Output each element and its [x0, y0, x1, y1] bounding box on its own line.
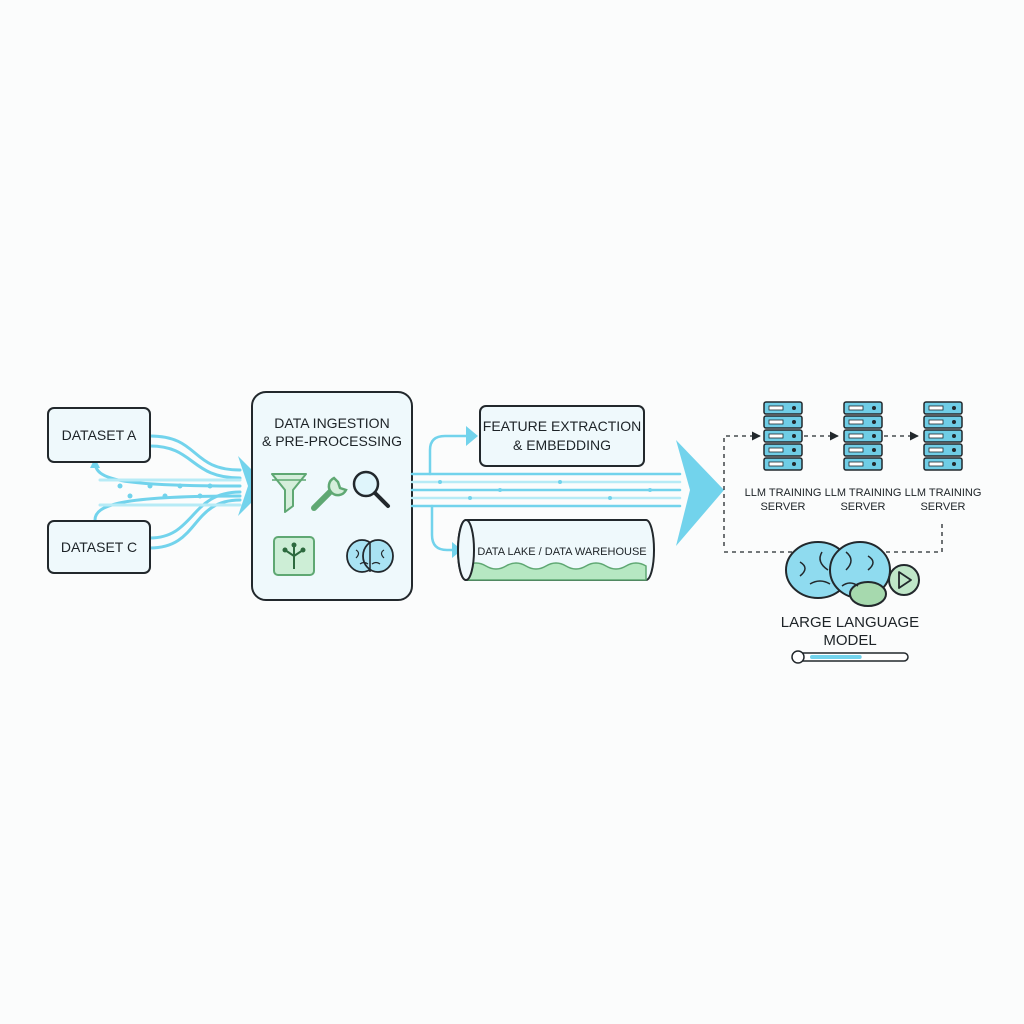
feature-title-line1: FEATURE EXTRACTION — [483, 418, 641, 434]
server-led — [872, 448, 876, 452]
server-label-line1: LLM TRAINING — [825, 487, 902, 499]
server-label-line2: SERVER — [760, 501, 805, 513]
ingestion-title-line2: & PRE-PROCESSING — [262, 433, 402, 449]
ingestion-title-line1: DATA INGESTION — [274, 415, 389, 431]
server-slot — [928, 461, 944, 467]
llm-progress-fill — [810, 655, 862, 659]
server-dashed-links — [723, 431, 943, 553]
llm-brain-icon — [785, 541, 891, 607]
server-slot — [768, 433, 784, 439]
llm-training-server[interactable]: LLM TRAINING SERVER — [745, 401, 822, 513]
dataset-a-box[interactable]: DATASET A — [47, 407, 151, 463]
server-slot — [768, 419, 784, 425]
brain-icon — [346, 539, 394, 573]
server-label-line1: LLM TRAINING — [905, 487, 982, 499]
server-slot — [928, 447, 944, 453]
server-slot — [768, 461, 784, 467]
server-slot — [928, 405, 944, 411]
server-slot — [848, 433, 864, 439]
server-slot — [848, 405, 864, 411]
llm-training-server[interactable]: LLM TRAINING SERVER — [825, 401, 902, 513]
dataset-c-label: DATASET C — [61, 539, 137, 555]
ingestion-box[interactable]: DATA INGESTION & PRE-PROCESSING — [251, 391, 413, 601]
server-led — [872, 462, 876, 466]
feature-title-line2: & EMBEDDING — [513, 437, 611, 453]
server-label-line1: LLM TRAINING — [745, 487, 822, 499]
server-led — [872, 420, 876, 424]
tree-chip-icon — [273, 536, 315, 576]
play-icon[interactable] — [888, 564, 920, 596]
main-flow-dots — [438, 480, 652, 500]
feature-extraction-box[interactable]: FEATURE EXTRACTION & EMBEDDING — [479, 405, 645, 467]
server-label-line2: SERVER — [840, 501, 885, 513]
magnifier-icon — [352, 470, 390, 508]
server-led — [952, 448, 956, 452]
server-slot — [848, 447, 864, 453]
server-slot — [928, 419, 944, 425]
server-led — [952, 406, 956, 410]
main-flow-lines — [410, 434, 682, 552]
server-led — [792, 434, 796, 438]
server-slot — [848, 461, 864, 467]
data-lake-cylinder[interactable]: DATA LAKE / DATA WAREHOUSE — [457, 519, 655, 581]
server-slot — [848, 419, 864, 425]
server-led — [792, 406, 796, 410]
server-led — [952, 462, 956, 466]
server-led — [952, 434, 956, 438]
dataset-a-label: DATASET A — [62, 427, 137, 443]
source-flow-dots — [117, 483, 213, 499]
server-led — [872, 406, 876, 410]
server-led — [792, 448, 796, 452]
server-slot — [768, 447, 784, 453]
wrench-icon — [311, 476, 348, 511]
llm-progress-knob[interactable] — [791, 650, 805, 664]
server-led — [952, 420, 956, 424]
big-flow-arrow — [676, 440, 724, 546]
llm-progress-bar[interactable] — [791, 650, 909, 664]
llm-title-line1: LARGE LANGUAGE — [781, 614, 919, 631]
server-slot — [928, 433, 944, 439]
feature-arrow — [466, 426, 478, 446]
server-led — [792, 462, 796, 466]
server-label-line2: SERVER — [920, 501, 965, 513]
llm-title-line2: MODEL — [823, 632, 876, 649]
storage-label: DATA LAKE / DATA WAREHOUSE — [477, 546, 646, 558]
dataset-c-box[interactable]: DATASET C — [47, 520, 151, 574]
server-led — [792, 420, 796, 424]
funnel-icon — [271, 473, 307, 513]
llm-training-server[interactable]: LLM TRAINING SERVER — [905, 401, 982, 513]
server-slot — [768, 405, 784, 411]
server-led — [872, 434, 876, 438]
